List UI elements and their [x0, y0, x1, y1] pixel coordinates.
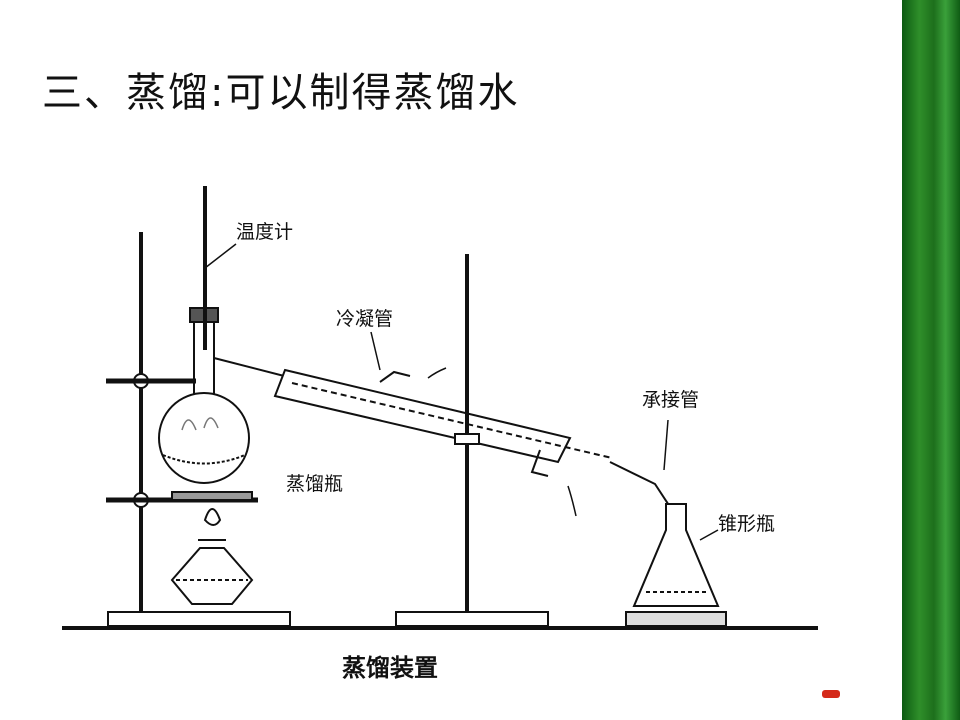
label-flask: 蒸馏瓶 [286, 473, 343, 495]
flask-neck [193, 312, 215, 395]
label-adapter: 承接管 [642, 389, 699, 411]
label-thermometer: 温度计 [236, 221, 293, 243]
burner-gauze [171, 491, 253, 501]
red-mark [822, 690, 840, 698]
diagram-caption: 蒸馏装置 [342, 653, 438, 682]
left-stand-base [107, 611, 291, 627]
erlenmeyer-flask [632, 503, 720, 607]
water-inlet [530, 449, 549, 477]
condenser-outer [273, 368, 572, 464]
condenser-inner [291, 382, 613, 459]
label-condenser: 冷凝管 [336, 308, 393, 330]
label-erlenmeyer: 锥形瓶 [718, 513, 775, 535]
water-outlet [379, 370, 411, 383]
distillation-flask [158, 392, 250, 484]
alcohol-lamp [170, 547, 254, 605]
slide-title: 三、蒸馏:可以制得蒸馏水 [42, 70, 520, 116]
middle-stand-base [395, 611, 549, 627]
side-arm [213, 357, 293, 379]
burner-flame [203, 508, 222, 526]
bamboo-decoration [902, 0, 960, 720]
erlenmeyer-base [625, 611, 727, 627]
